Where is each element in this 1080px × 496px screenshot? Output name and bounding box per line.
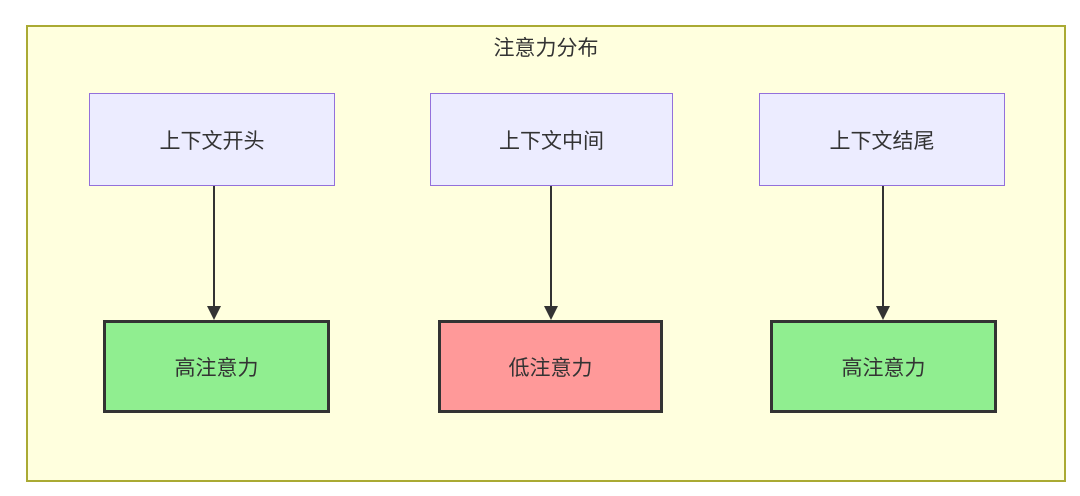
node-context-middle: 上下文中间 xyxy=(430,93,673,186)
node-low-attention-label: 低注意力 xyxy=(508,356,593,380)
node-low-attention: 低注意力 xyxy=(438,320,663,413)
down-arrow-icon xyxy=(207,186,221,320)
arrow-shaft xyxy=(213,186,215,307)
node-context-middle-label: 上下文中间 xyxy=(499,129,604,153)
arrow-head xyxy=(876,306,890,320)
node-high-attention-1-label: 高注意力 xyxy=(174,356,259,380)
node-context-end-label: 上下文结尾 xyxy=(829,129,935,153)
node-high-attention-2: 高注意力 xyxy=(770,320,997,413)
attention-distribution-diagram: 注意力分布 上下文开头 上下文中间 上下文结尾 高注意力 低注意力 高注意力 xyxy=(26,25,1066,482)
arrow-shaft xyxy=(882,186,884,307)
node-high-attention-2-label: 高注意力 xyxy=(841,356,926,380)
arrow-head xyxy=(544,306,558,320)
node-context-start-label: 上下文开头 xyxy=(159,129,265,153)
node-high-attention-1: 高注意力 xyxy=(103,320,330,413)
node-context-start: 上下文开头 xyxy=(89,93,335,186)
node-context-end: 上下文结尾 xyxy=(759,93,1005,186)
arrow-shaft xyxy=(550,186,552,307)
down-arrow-icon xyxy=(544,186,558,320)
down-arrow-icon xyxy=(876,186,890,320)
arrow-head xyxy=(207,306,221,320)
diagram-title: 注意力分布 xyxy=(493,37,599,60)
